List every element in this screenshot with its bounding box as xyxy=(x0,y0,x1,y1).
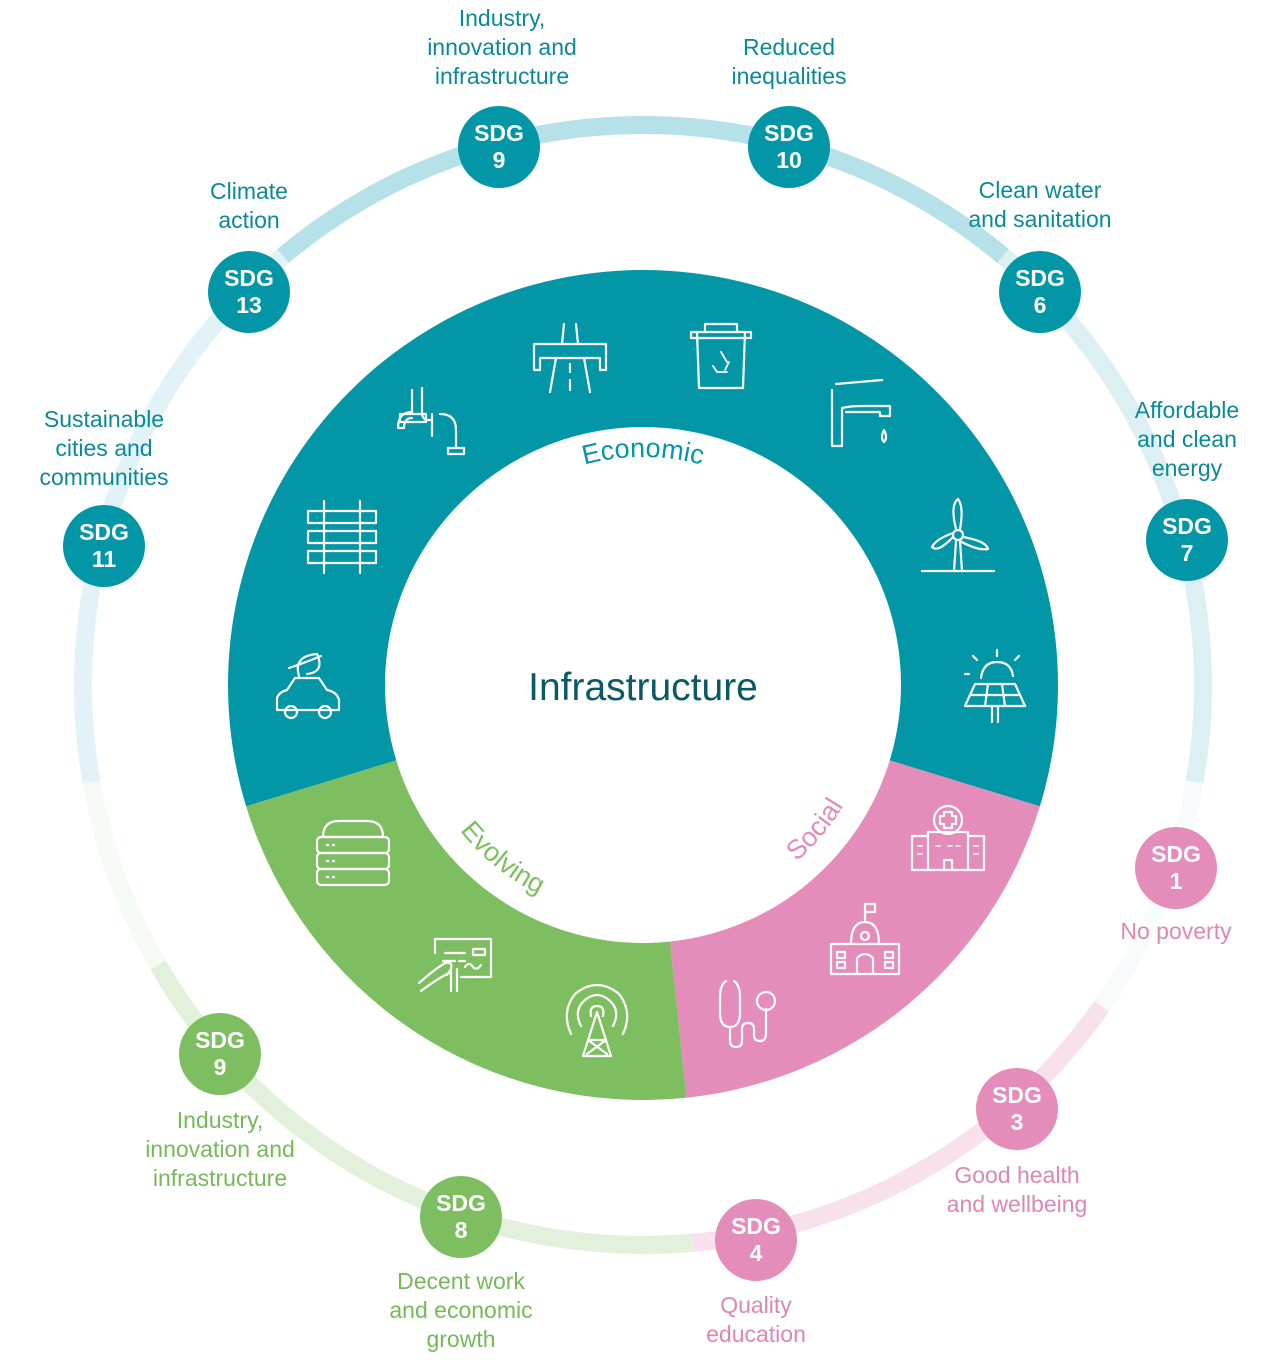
donut-segment-economic xyxy=(227,269,1059,807)
segment-label-economic: Economic xyxy=(579,433,707,471)
sdg-badge-number: 4 xyxy=(749,1240,763,1266)
sdg-badge-prefix: SDG xyxy=(79,519,129,545)
sdg-badge-number: 13 xyxy=(236,292,262,318)
sdg-label-3: Good health and wellbeing xyxy=(946,1162,1088,1217)
stethoscope-icon xyxy=(718,979,777,1049)
sdg-label-9: Industry, innovation and infrastructure xyxy=(427,5,577,89)
sdg-label-11: Sustainable cities and communities xyxy=(39,406,169,490)
sdg-badge-prefix: SDG xyxy=(195,1027,245,1053)
sdg-badge-number: 1 xyxy=(1169,868,1183,894)
segment-icons xyxy=(275,322,1027,1058)
sdg-label-13: Climate action xyxy=(210,178,288,233)
sdg-badge-prefix: SDG xyxy=(1151,841,1201,867)
donut-segment-social xyxy=(669,760,1040,1098)
ring-arc-fade-left xyxy=(82,780,166,970)
recycling-bin-icon xyxy=(689,322,753,390)
sdg-badge-number: 9 xyxy=(213,1054,227,1080)
sdg-badge-prefix: SDG xyxy=(436,1190,486,1216)
sdg-badge-number: 9 xyxy=(492,147,506,173)
sdg-badge-number: 3 xyxy=(1010,1109,1024,1135)
sdg-label-8: Decent work and economic growth xyxy=(389,1268,533,1352)
sdg-badge-prefix: SDG xyxy=(992,1082,1042,1108)
highway-bridge-icon xyxy=(532,322,608,394)
sdg-badge-prefix: SDG xyxy=(1162,513,1212,539)
ring-arc-green xyxy=(150,960,693,1255)
sdg-badge-number: 11 xyxy=(91,546,117,572)
sdg-badge-prefix: SDG xyxy=(224,265,274,291)
railway-track-icon xyxy=(306,499,378,575)
sdg-badge-number: 8 xyxy=(454,1217,468,1243)
sdg-badge-prefix: SDG xyxy=(474,120,524,146)
school-icon xyxy=(829,902,901,976)
water-tap-icon xyxy=(830,378,892,448)
electric-car-icon xyxy=(275,652,341,720)
data-server-icon xyxy=(315,819,391,887)
donut-segment-evolving xyxy=(246,760,687,1100)
sdg-badge-prefix: SDG xyxy=(764,120,814,146)
infrastructure-donut xyxy=(227,269,1059,1100)
sdg-label-7: Affordable and clean energy xyxy=(1134,397,1240,481)
sdg-label-1: No poverty xyxy=(1120,918,1232,944)
sdg-badge-number: 7 xyxy=(1180,540,1194,566)
sdg-badge-number: 10 xyxy=(776,147,802,173)
ring-arc-teal-top xyxy=(277,116,1009,263)
sdg-badge-number: 6 xyxy=(1033,292,1047,318)
sdg-label-10: Reduced inequalities xyxy=(731,34,847,89)
sdg-label-4: Quality education xyxy=(706,1292,806,1347)
sdg-badge-prefix: SDG xyxy=(731,1213,781,1239)
wind-turbine-icon xyxy=(920,497,996,573)
telecom-tower-icon xyxy=(565,983,629,1058)
sdg-badge-prefix: SDG xyxy=(1015,265,1065,291)
solar-panel-icon xyxy=(963,648,1027,724)
pipe-icon xyxy=(396,386,466,456)
sdg-label-9: Industry, innovation and infrastructure xyxy=(145,1107,295,1191)
digital-payment-icon xyxy=(417,937,493,993)
hospital-icon xyxy=(910,804,986,872)
center-title: Infrastructure xyxy=(528,666,758,709)
sdg-label-6: Clean water and sanitation xyxy=(968,177,1112,232)
